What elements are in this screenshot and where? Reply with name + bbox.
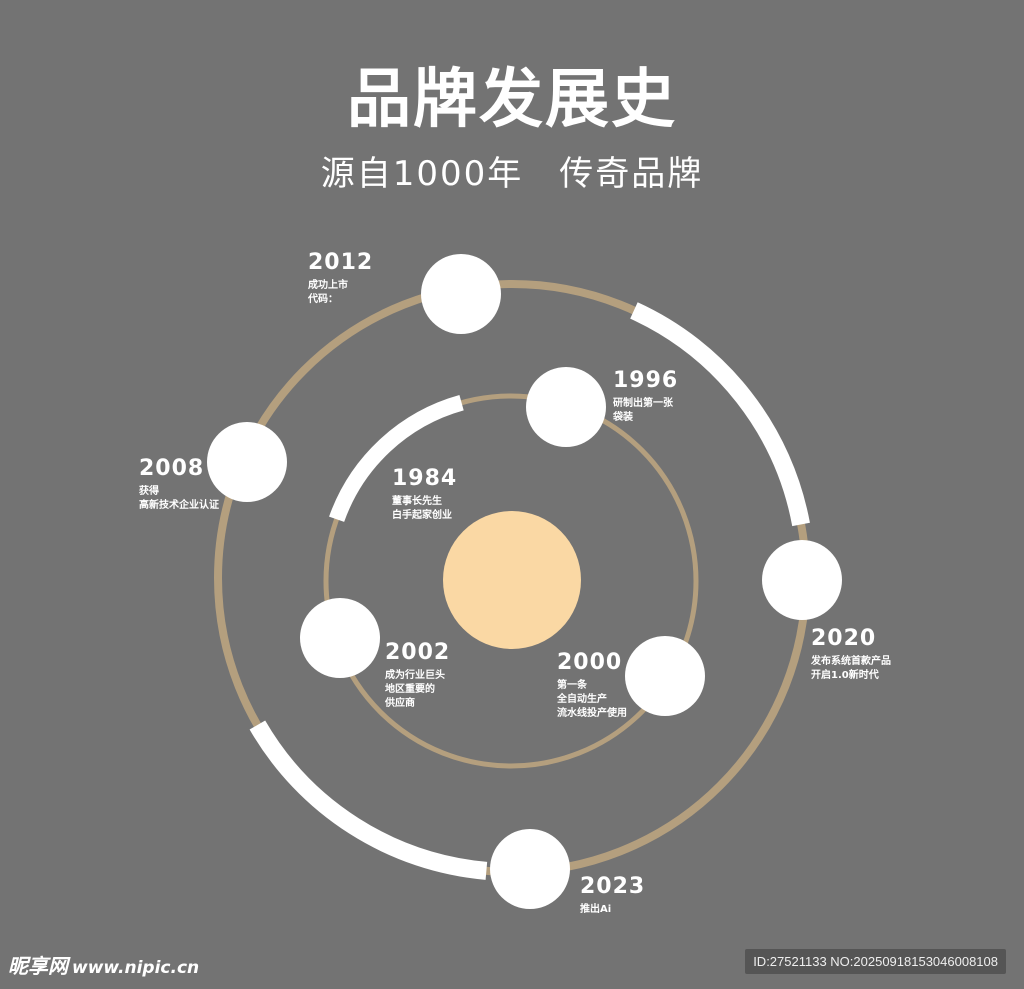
event-2020: 2020 发布系统首款产品 开启1.0新时代 — [811, 626, 891, 683]
node-2020 — [762, 540, 842, 620]
page-subtitle: 源自1000年 传奇品牌 — [320, 154, 704, 194]
outer-arc-highlight-bottom-left — [249, 720, 488, 880]
node-2002 — [300, 598, 380, 678]
event-year: 2008 — [139, 456, 205, 481]
event-2012: 2012 成功上市 代码： — [308, 250, 373, 307]
node-2008 — [207, 422, 287, 502]
event-desc: 成功上市 代码： — [308, 280, 348, 305]
event-year: 2002 — [385, 640, 451, 665]
event-desc: 董事长先生 白手起家创业 — [392, 496, 452, 521]
event-year: 2023 — [580, 874, 646, 899]
outer-arc-highlight-top-right — [630, 302, 810, 527]
event-desc: 成为行业巨头 地区重要的 供应商 — [385, 670, 445, 709]
event-desc: 推出Ai — [580, 904, 612, 915]
event-2023: 2023 推出Ai — [580, 874, 645, 917]
event-2000: 2000 第一条 全自动生产 流水线投产使用 — [557, 650, 627, 721]
event-desc: 第一条 全自动生产 流水线投产使用 — [557, 680, 627, 719]
inner-arc-highlight — [329, 395, 464, 522]
logo-url: www.nipic.cn — [72, 958, 200, 978]
node-2012 — [421, 254, 501, 334]
node-1996 — [526, 367, 606, 447]
logo-text: 昵享网 — [8, 954, 68, 978]
event-year: 2020 — [811, 626, 877, 651]
event-desc: 获得 高新技术企业认证 — [139, 486, 219, 511]
event-year: 1996 — [613, 368, 679, 393]
event-1984: 1984 董事长先生 白手起家创业 — [392, 466, 457, 523]
center-sun — [443, 511, 581, 649]
node-2023 — [490, 829, 570, 909]
inner-ring — [323, 393, 699, 769]
node-2000 — [625, 636, 705, 716]
event-year: 1984 — [392, 466, 458, 491]
page-title: 品牌发展史 — [347, 62, 677, 137]
event-year: 2000 — [557, 650, 623, 675]
event-year: 2012 — [308, 250, 374, 275]
event-desc: 发布系统首款产品 开启1.0新时代 — [811, 656, 891, 681]
event-2002: 2002 成为行业巨头 地区重要的 供应商 — [385, 640, 450, 711]
watermark-id: ID:27521133 NO:20250918153046008108 — [745, 949, 1006, 974]
event-2008: 2008 获得 高新技术企业认证 — [139, 456, 219, 513]
event-desc: 研制出第一张 袋装 — [613, 398, 673, 423]
event-1996: 1996 研制出第一张 袋装 — [613, 368, 678, 425]
